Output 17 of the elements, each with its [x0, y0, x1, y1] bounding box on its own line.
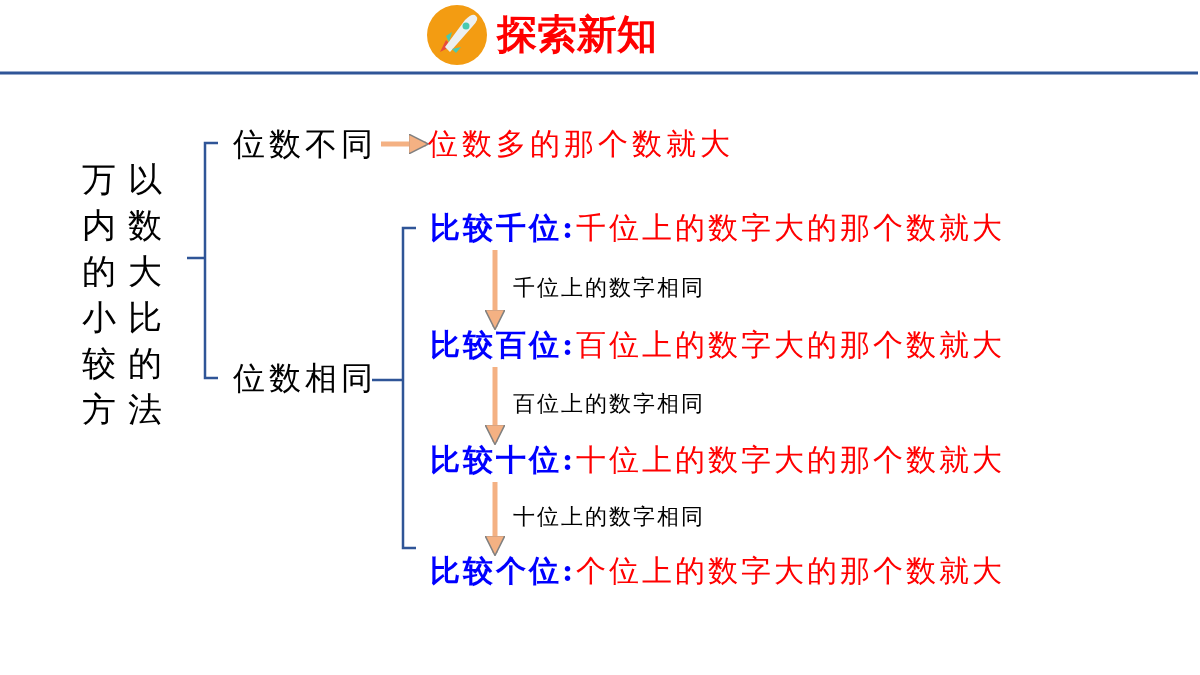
rule-text: 个位上的数字大的那个数就大 [576, 553, 1006, 588]
topic-text: 万以内数的大小比较的方法 [82, 156, 178, 432]
title: 探索新知 [497, 10, 657, 59]
step-heading: 比较十位: [430, 442, 577, 477]
arrow [484, 482, 506, 557]
step-heading: 比较百位: [430, 327, 577, 362]
result-text: 位数多的那个数就大 [428, 124, 734, 164]
arrow [381, 133, 430, 155]
branch-text: 位数相同 [233, 357, 377, 399]
step-heading: 比较个位: [430, 553, 577, 588]
branch-text: 位数不同 [233, 123, 377, 165]
step-heading: 比较千位: [430, 210, 577, 245]
arrow [484, 250, 506, 331]
rule-text: 百位上的数字大的那个数就大 [576, 327, 1006, 362]
arrow [484, 367, 506, 446]
rule-text: 千位上的数字大的那个数就大 [576, 210, 1006, 245]
rule-text: 十位上的数字大的那个数就大 [576, 442, 1006, 477]
